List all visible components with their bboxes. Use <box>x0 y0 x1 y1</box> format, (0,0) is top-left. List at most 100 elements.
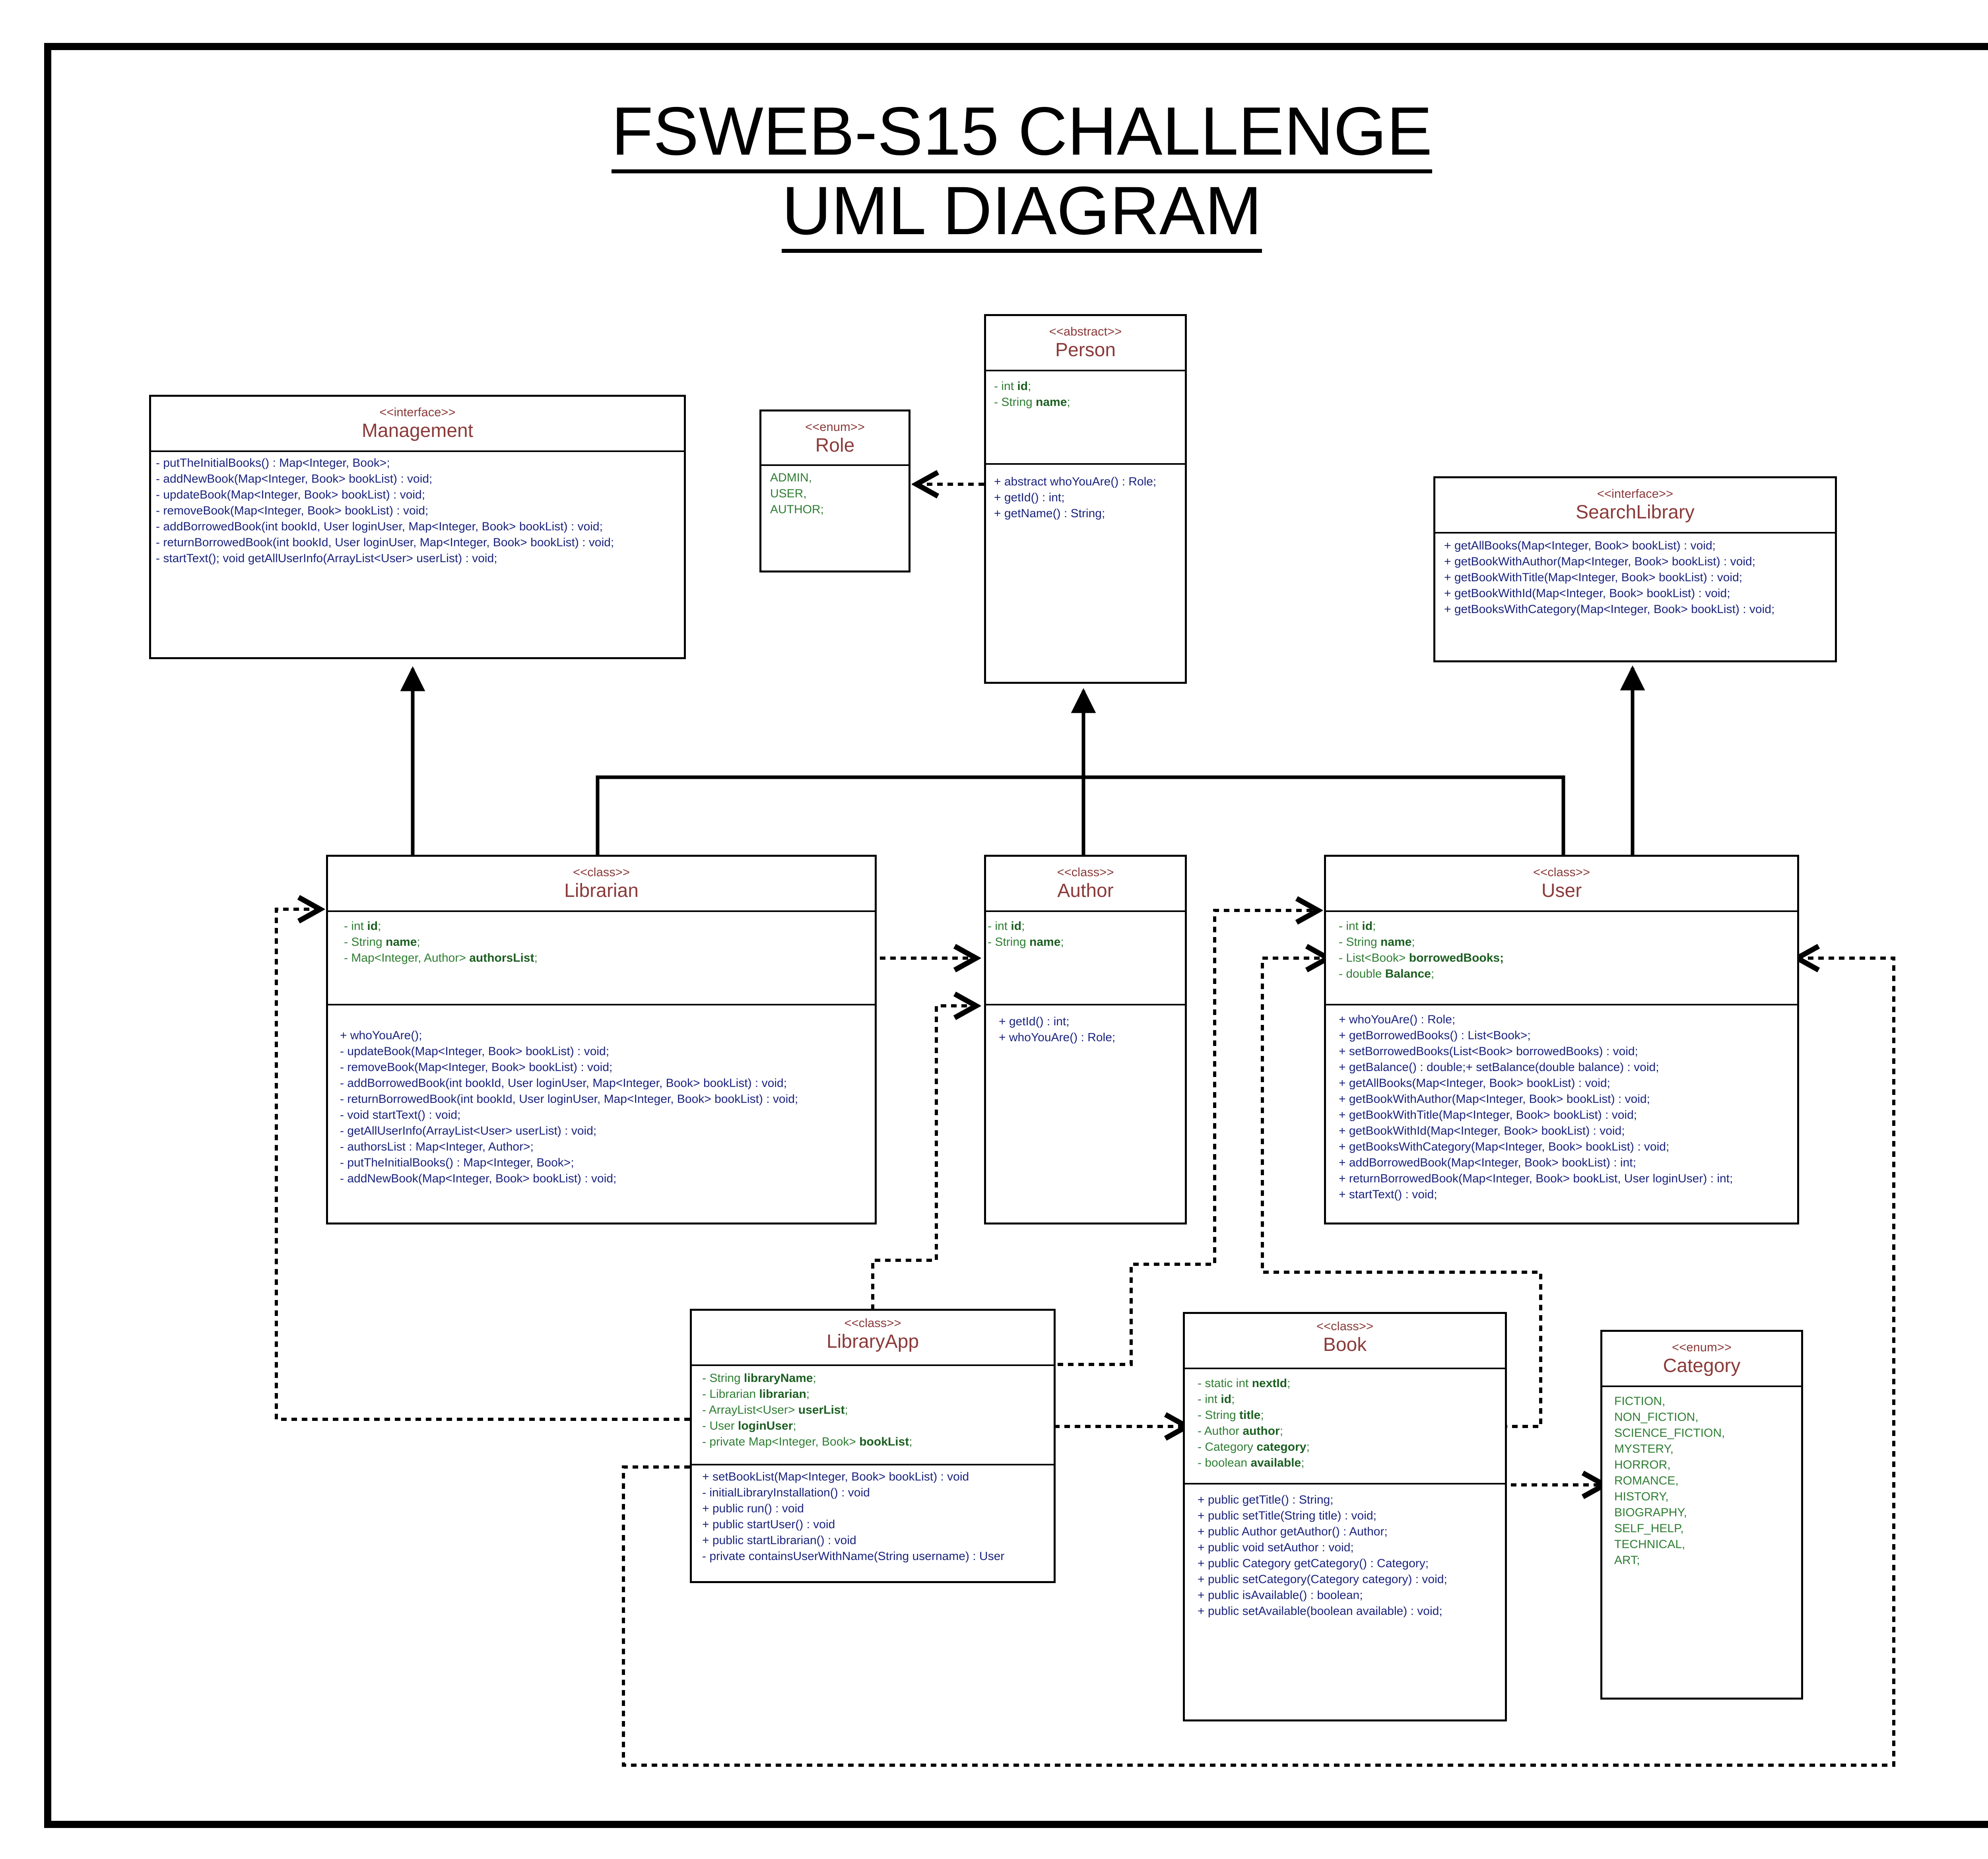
class-librarian-attributes: - int id;- String name;- Map<Integer, Au… <box>328 918 875 966</box>
attribute-name: loginUser <box>738 1419 793 1432</box>
attribute-line: - private Map<Integer, Book> bookList; <box>702 1434 1054 1450</box>
class-user-header: <<class>> User <box>1326 857 1797 912</box>
book-uses-user <box>1261 958 1542 1428</box>
member-line: + public run() : void <box>702 1502 804 1515</box>
attribute-type: - private Map<Integer, Book> <box>702 1435 860 1448</box>
attribute-line: - List<Book> borrowedBooks; <box>1339 950 1797 966</box>
attribute-name: borrowedBooks; <box>1409 951 1504 964</box>
attribute-name: id <box>1362 920 1373 933</box>
class-library-app[interactable]: <<class>> LibraryApp - String libraryNam… <box>690 1309 1056 1583</box>
member-line: - putTheInitialBooks() : Map<Integer, Bo… <box>156 456 390 470</box>
class-author[interactable]: <<class>> Author - int id;- String name;… <box>984 855 1187 1224</box>
attribute-name: librarian <box>759 1387 806 1401</box>
attribute-terminator: ; <box>378 920 381 933</box>
attribute-name: nextId <box>1252 1377 1287 1390</box>
member-line: - addBorrowedBook(int bookId, User login… <box>156 520 603 533</box>
attribute-name: userList <box>798 1403 845 1417</box>
class-book[interactable]: <<class>> Book - static int nextId;- int… <box>1183 1312 1507 1721</box>
class-librarian-divider-2 <box>328 1004 875 1005</box>
class-management-name: Management <box>361 420 474 441</box>
member-line: + public startUser() : void <box>702 1518 835 1531</box>
attribute-terminator: ; <box>1260 1409 1264 1422</box>
member-line: NON_FICTION, <box>1614 1411 1699 1424</box>
member-line: - updateBook(Map<Integer, Book> bookList… <box>156 488 425 501</box>
member-line: - updateBook(Map<Integer, Book> bookList… <box>340 1045 610 1058</box>
class-management-operations: - putTheInitialBooks() : Map<Integer, Bo… <box>151 455 684 567</box>
attribute-type: - User <box>702 1419 738 1432</box>
class-book-header: <<class>> Book <box>1185 1314 1505 1370</box>
class-library-app-attributes: - String libraryName;- Librarian librari… <box>692 1370 1054 1450</box>
enum-role[interactable]: <<enum>> Role ADMIN,USER,AUTHOR; <box>759 409 911 572</box>
class-management-divider <box>151 450 684 452</box>
attribute-name: available <box>1250 1456 1301 1469</box>
interface-search-library-stereotype: <<interface>> <box>1597 487 1673 501</box>
member-line: HORROR, <box>1614 1458 1671 1471</box>
class-library-app-operations: + setBookList(Map<Integer, Book> bookLis… <box>692 1469 1054 1564</box>
member-line: SCIENCE_FICTION, <box>1614 1426 1725 1440</box>
class-author-operations: + getId() : int;+ whoYouAre() : Role; <box>986 1014 1185 1046</box>
member-line: - void startText() : void; <box>340 1108 461 1122</box>
attribute-terminator: ; <box>417 935 420 949</box>
member-line: MYSTERY, <box>1614 1442 1673 1455</box>
interface-search-library[interactable]: <<interface>> SearchLibrary + getAllBook… <box>1433 476 1837 662</box>
member-line: + getBooksWithCategory(Map<Integer, Book… <box>1444 603 1775 616</box>
attribute-line: - boolean available; <box>1198 1455 1505 1471</box>
class-management[interactable]: <<interface>> Management - putTheInitial… <box>149 395 686 659</box>
attribute-terminator: ; <box>534 951 538 964</box>
member-line: TECHNICAL, <box>1614 1538 1685 1551</box>
attribute-name: title <box>1239 1409 1261 1422</box>
member-line: - removeBook(Map<Integer, Book> bookList… <box>156 504 429 517</box>
class-user[interactable]: <<class>> User - int id;- String name;- … <box>1324 855 1799 1224</box>
enum-role-divider <box>761 464 909 466</box>
member-line: - startText(); void getAllUserInfo(Array… <box>156 552 497 565</box>
attribute-terminator: ; <box>1287 1377 1291 1390</box>
attribute-line: - int id; <box>1339 918 1797 934</box>
attribute-name: name <box>1380 935 1412 949</box>
class-person[interactable]: <<abstract>> Person - int id;- String na… <box>984 314 1187 684</box>
member-line: + getBookWithId(Map<Integer, Book> bookL… <box>1444 587 1730 600</box>
attribute-line: - int id; <box>1198 1391 1505 1407</box>
attribute-type: - int <box>994 380 1017 393</box>
attribute-name: id <box>1221 1393 1232 1406</box>
attribute-name: id <box>367 920 378 933</box>
attribute-type: - int <box>1198 1393 1221 1406</box>
interface-search-library-divider <box>1435 532 1835 534</box>
enum-category-stereotype: <<enum>> <box>1672 1340 1732 1354</box>
attribute-name: id <box>1017 380 1028 393</box>
enum-category[interactable]: <<enum>> Category FICTION,NON_FICTION,SC… <box>1600 1330 1803 1700</box>
attribute-type: - String <box>1198 1409 1240 1422</box>
attribute-type: - Map<Integer, Author> <box>344 951 470 964</box>
class-user-divider-1 <box>1326 910 1797 912</box>
member-line: + getBookWithTitle(Map<Integer, Book> bo… <box>1444 571 1743 584</box>
member-line: + returnBorrowedBook(Map<Integer, Book> … <box>1339 1172 1733 1185</box>
attribute-line: - double Balance; <box>1339 966 1797 982</box>
attribute-type: - static int <box>1198 1377 1252 1390</box>
member-line: + public void setAuthor : void; <box>1198 1541 1354 1554</box>
class-library-app-divider-2 <box>692 1464 1054 1465</box>
member-line: + public getTitle() : String; <box>1198 1493 1334 1506</box>
diagram-title-line-2: UML DIAGRAM <box>0 171 1988 253</box>
member-line: - getAllUserInfo(ArrayList<User> userLis… <box>340 1124 597 1137</box>
member-line: + getName() : String; <box>994 507 1105 520</box>
member-line: + getId() : int; <box>994 491 1065 504</box>
class-librarian[interactable]: <<class>> Librarian - int id;- String na… <box>326 855 877 1224</box>
attribute-type: - String <box>994 396 1036 409</box>
attribute-terminator: ; <box>1028 380 1031 393</box>
class-librarian-name: Librarian <box>564 880 639 901</box>
member-line: + public startLibrarian() : void <box>702 1534 856 1547</box>
member-line: + public isAvailable() : boolean; <box>1198 1589 1363 1602</box>
attribute-terminator: ; <box>1067 396 1070 409</box>
member-line: FICTION, <box>1614 1395 1666 1408</box>
member-line: - returnBorrowedBook(int bookId, User lo… <box>156 536 614 549</box>
class-librarian-operations: + whoYouAre();- updateBook(Map<Integer, … <box>328 1028 875 1187</box>
member-line: + setBorrowedBooks(List<Book> borrowedBo… <box>1339 1045 1638 1058</box>
member-line: ROMANCE, <box>1614 1474 1679 1487</box>
member-line: - authorsList : Map<Integer, Author>; <box>340 1140 534 1153</box>
member-line: + public setTitle(String title) : void; <box>1198 1509 1376 1522</box>
member-line: + getBooksWithCategory(Map<Integer, Book… <box>1339 1140 1670 1153</box>
class-person-divider-2 <box>986 463 1185 465</box>
class-person-operations: + abstract whoYouAre() : Role;+ getId() … <box>986 474 1185 522</box>
attribute-type: - Librarian <box>702 1387 759 1401</box>
attribute-type: - String <box>344 935 386 949</box>
